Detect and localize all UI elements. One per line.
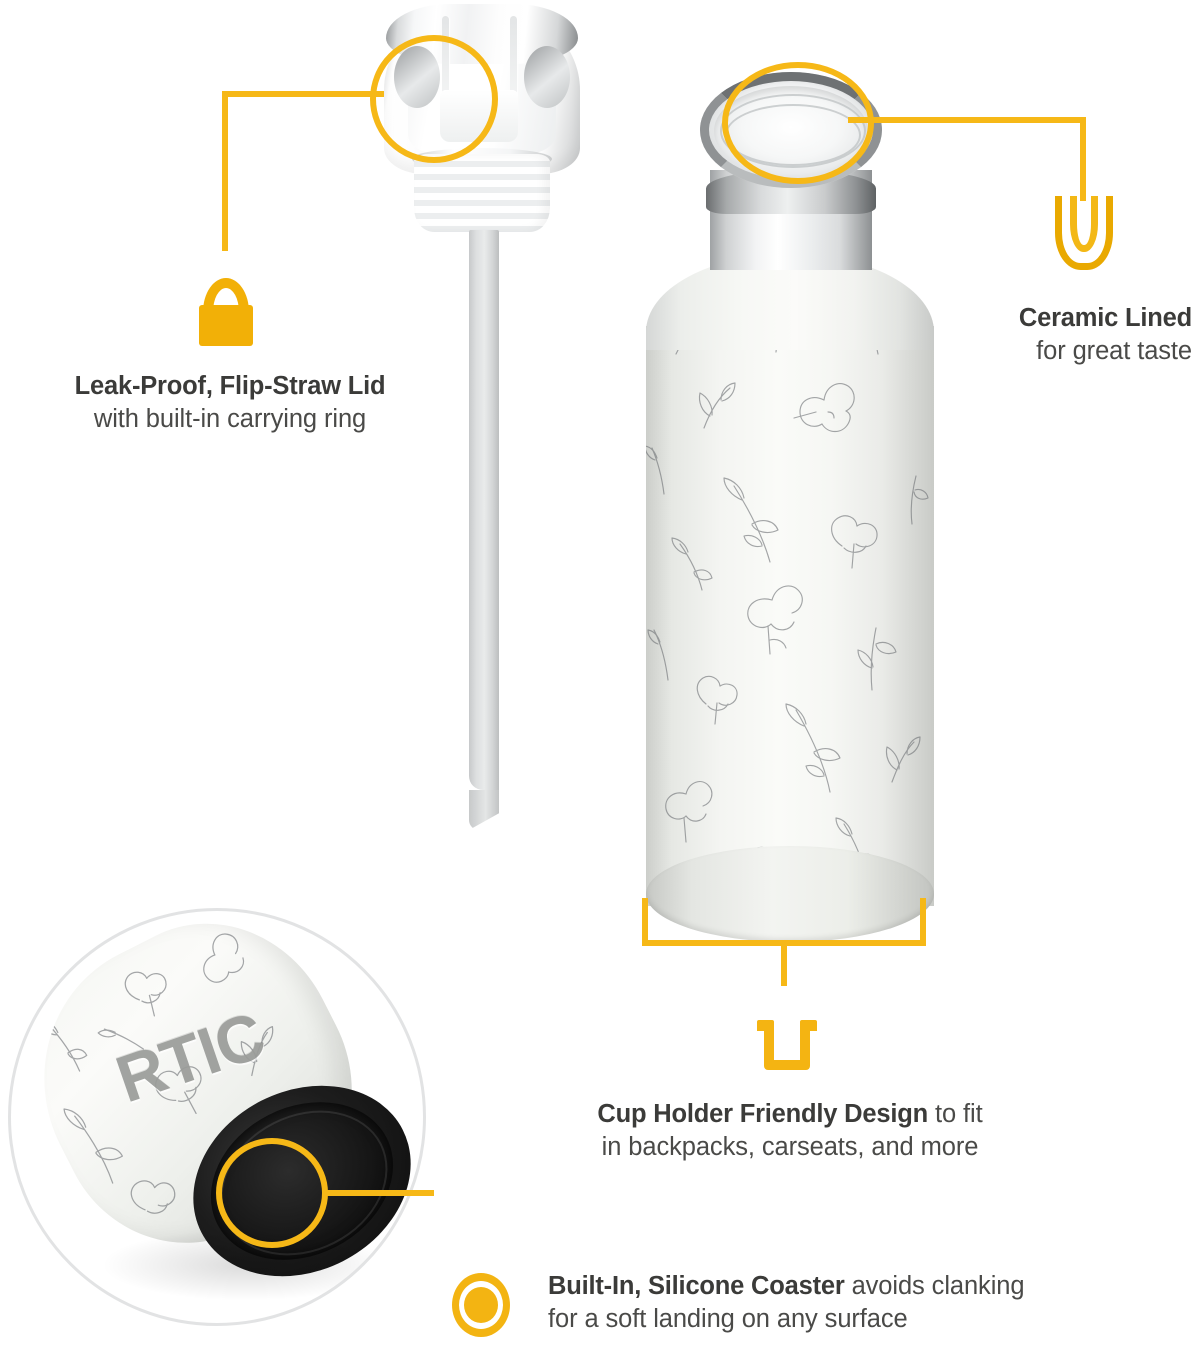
callout-bracket-right-leg: [920, 898, 926, 946]
cup-holder-tip-left: [757, 1020, 774, 1031]
feature-text-ceramic-lined: Ceramic Lined for great taste: [760, 302, 1192, 368]
subline-cup-holder: in backpacks, carseats, and more: [601, 1133, 979, 1162]
subline-silicone-coaster: for a soft landing on any surface: [548, 1305, 908, 1334]
subline-ceramic-lined: for great taste: [1036, 337, 1192, 366]
cup-holder-base: [764, 1060, 810, 1070]
headline-cup-holder: Cup Holder Friendly Design: [597, 1100, 928, 1128]
callout-line-ceramic-horizontal: [848, 117, 1086, 123]
callout-ring-coaster: [216, 1138, 328, 1248]
cup-holder-wall-right: [800, 1026, 810, 1066]
bottle-base: [646, 846, 934, 942]
lid-notch-right: [524, 46, 570, 108]
callout-ring-mouth: [722, 62, 874, 184]
straw: [469, 230, 499, 790]
cup-holder-tip-right: [800, 1020, 817, 1031]
lock-icon: [196, 278, 256, 346]
callout-ring-lid: [370, 35, 498, 163]
headline-tail-cup-holder: to fit: [928, 1100, 983, 1128]
lock-body: [199, 305, 253, 346]
ceramic-u-outer: [1055, 196, 1113, 270]
floral-pattern: [646, 278, 934, 908]
coaster-ring-inner: [464, 1287, 498, 1323]
callout-bracket-stem: [781, 940, 787, 986]
product-bottle: [628, 72, 958, 942]
ceramic-u-inner: [1070, 196, 1098, 252]
callout-line-lid-horizontal: [222, 91, 384, 97]
cup-holder-icon: [757, 1020, 817, 1072]
callout-line-lid-vertical: [222, 91, 228, 251]
lid-threaded-collar: [414, 154, 550, 232]
bottle-body: [646, 326, 934, 906]
callout-line-ceramic-vertical: [1080, 117, 1086, 201]
cup-holder-wall-left: [764, 1026, 774, 1066]
headline-leak-proof-lid: Leak-Proof, Flip-Straw Lid: [74, 372, 386, 400]
headline-tail-silicone-coaster: avoids clanking: [844, 1272, 1025, 1300]
straw-tip: [469, 790, 499, 830]
headline-ceramic-lined: Ceramic Lined: [1018, 304, 1192, 332]
lid-slot-right: [510, 16, 517, 120]
headline-silicone-coaster: Built-In, Silicone Coaster: [548, 1272, 845, 1300]
callout-bracket-left-leg: [642, 898, 648, 946]
coaster-detail-inset: RTIC: [8, 908, 426, 1326]
lock-shackle: [203, 278, 249, 312]
feature-text-leak-proof-lid: Leak-Proof, Flip-Straw Lid with built-in…: [40, 370, 420, 436]
subline-leak-proof-lid: with built-in carrying ring: [93, 405, 367, 434]
callout-line-coaster-horizontal: [322, 1190, 434, 1196]
ceramic-u-icon: [1055, 196, 1113, 272]
coaster-ring-icon: [452, 1273, 510, 1337]
feature-text-silicone-coaster: Built-In, Silicone Coaster avoids clanki…: [548, 1270, 1188, 1336]
feature-text-cup-holder: Cup Holder Friendly Design to fit in bac…: [500, 1098, 1080, 1164]
